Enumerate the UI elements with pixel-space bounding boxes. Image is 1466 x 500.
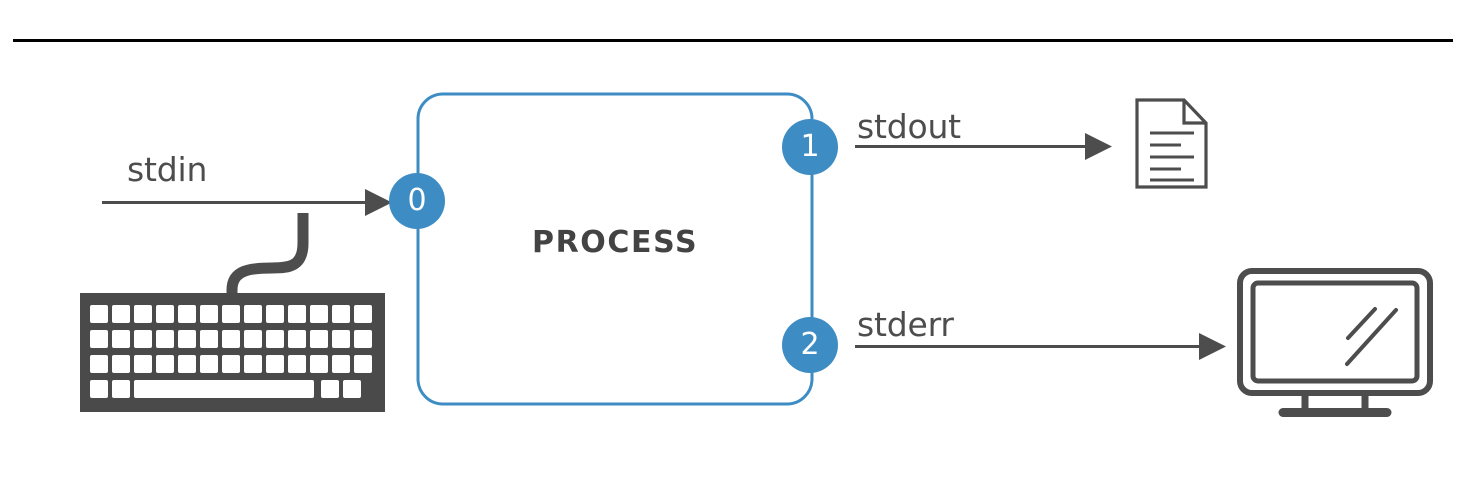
stdin-fd-circle[interactable] — [389, 173, 445, 229]
stdout-label: stdout — [857, 107, 961, 146]
document-icon — [1135, 98, 1208, 189]
stderr-label: stderr — [857, 305, 954, 344]
monitor-icon — [1237, 268, 1433, 417]
stderr-arrow — [855, 333, 1226, 360]
stdin-arrow — [102, 189, 392, 216]
keyboard-icon — [80, 293, 385, 412]
process-label: PROCESS — [532, 225, 699, 260]
stdout-fd-circle[interactable] — [782, 119, 838, 175]
stdin-label: stdin — [127, 150, 208, 189]
process-box — [416, 92, 814, 406]
stdout-arrow — [855, 133, 1112, 160]
keyboard-cable — [226, 213, 309, 296]
stderr-fd-circle[interactable] — [782, 317, 838, 373]
